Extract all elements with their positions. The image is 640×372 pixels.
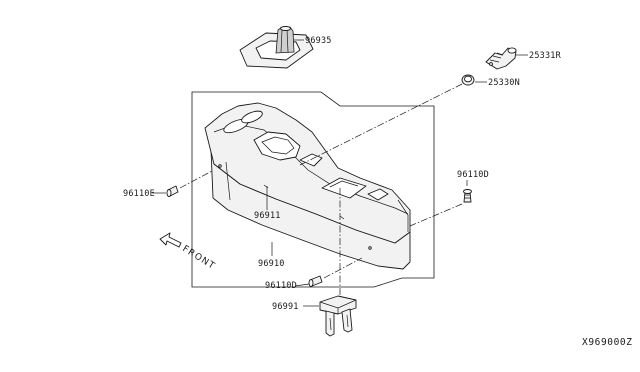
label-96911: 96911 bbox=[254, 211, 281, 221]
label-96110E: 96110E bbox=[123, 189, 155, 199]
console-bracket[interactable] bbox=[319, 295, 357, 337]
reference-code: X969000Z bbox=[582, 337, 633, 348]
label-96910: 96910 bbox=[258, 259, 285, 269]
label-96110D-right: 96110D bbox=[457, 170, 489, 180]
screw-bottom[interactable] bbox=[308, 275, 323, 287]
label-25331R: 25331R bbox=[529, 51, 562, 61]
front-label: FRONT bbox=[180, 244, 216, 272]
screw-right[interactable] bbox=[463, 189, 472, 203]
power-socket[interactable] bbox=[485, 47, 517, 70]
screw-left[interactable] bbox=[166, 185, 179, 197]
label-25330N: 25330N bbox=[488, 78, 520, 88]
front-arrow-icon bbox=[159, 232, 182, 248]
label-96991: 96991 bbox=[272, 302, 299, 312]
label-96935: 96935 bbox=[305, 36, 332, 46]
label-96110D-bottom: 96110D bbox=[265, 281, 297, 291]
center-console[interactable] bbox=[204, 102, 411, 270]
console-assembly-frame bbox=[191, 91, 435, 288]
shift-boot[interactable] bbox=[239, 26, 314, 69]
socket-cap[interactable] bbox=[461, 74, 475, 86]
